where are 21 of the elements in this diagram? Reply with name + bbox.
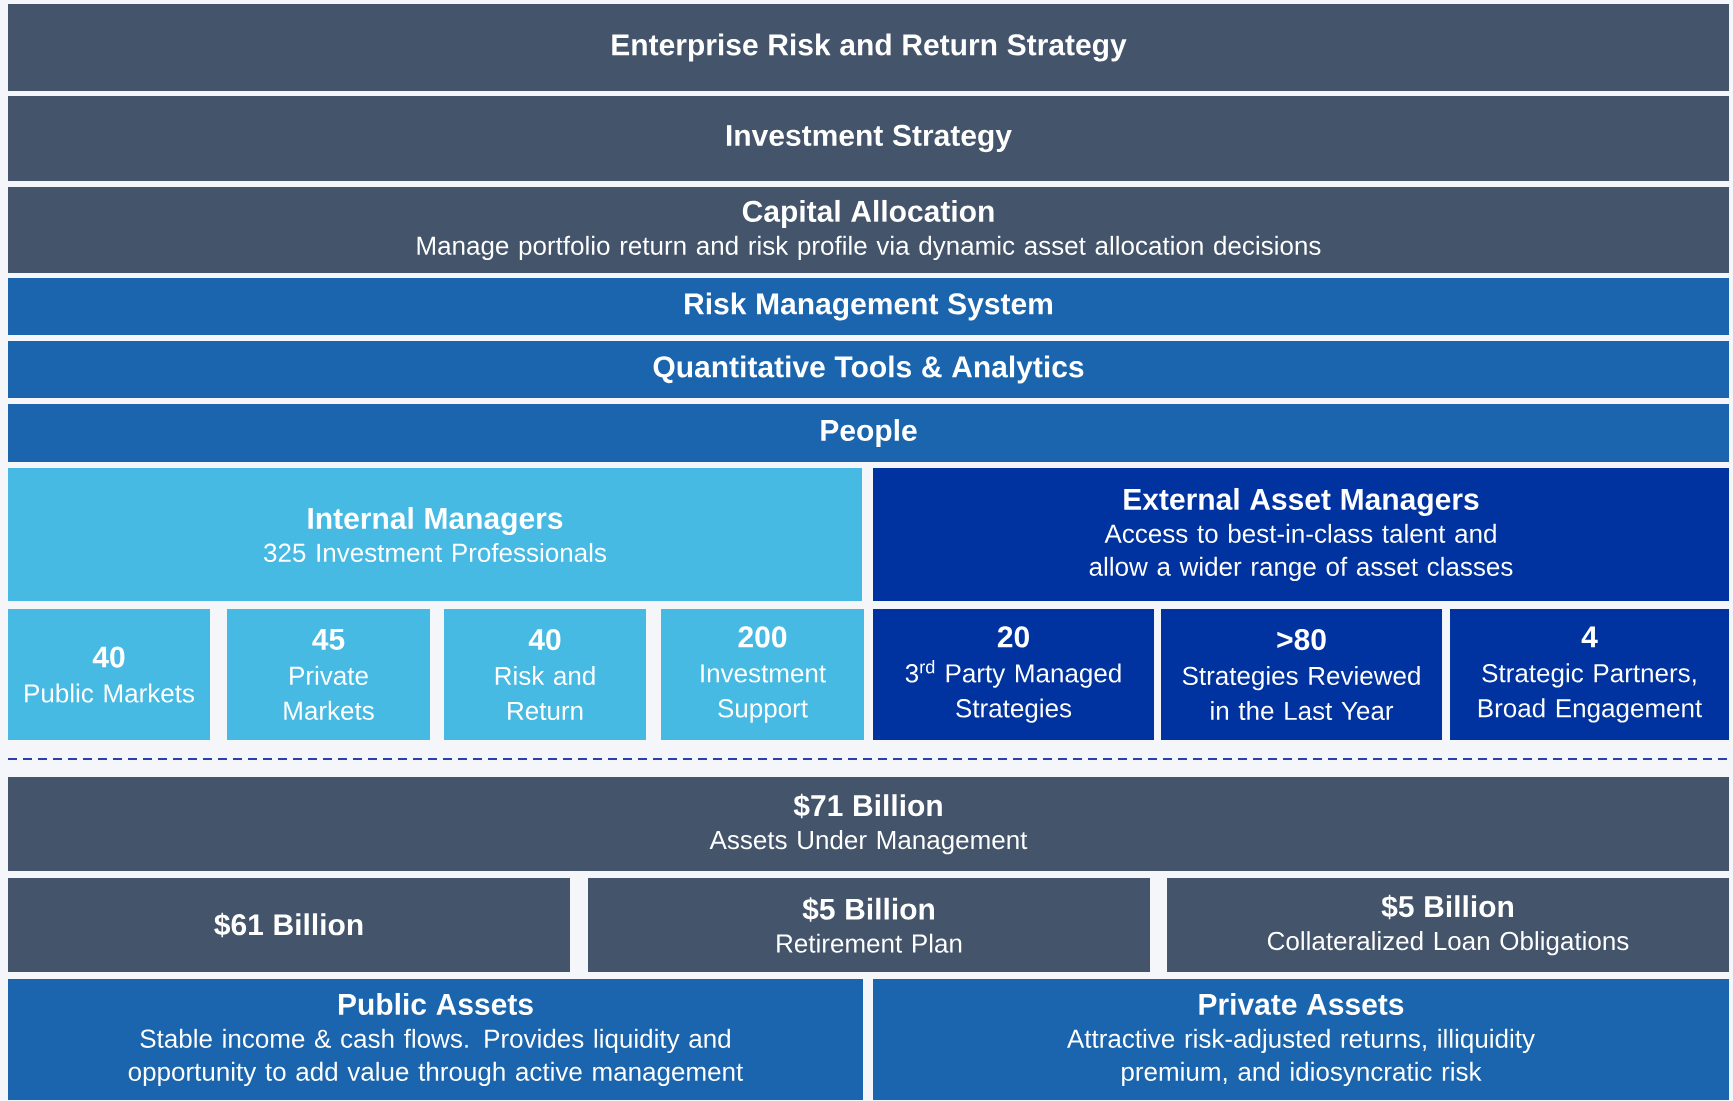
manager-box: 20 3$^{rd}$ Party Managed Strategies <box>873 609 1154 740</box>
manager-box: 40 Risk and Return <box>444 609 646 740</box>
manager-box: 200 Investment Support <box>661 609 864 740</box>
strategy-band: Investment Strategy <box>8 96 1729 181</box>
strategy-band: $5 Billion Retirement Plan <box>588 878 1150 972</box>
manager-box: 4 Strategic Partners, Broad Engagement <box>1450 609 1729 740</box>
manager-box: Internal Managers 325 Investment Professionals <box>8 468 862 601</box>
manager-box: 45 Private Markets <box>227 609 430 740</box>
manager-box: >80 Strategies Reviewed in the Last Year <box>1161 609 1442 740</box>
strategy-band: $5 Billion Collateralized Loan Obligations <box>1167 878 1729 972</box>
manager-box: External Asset Managers Access to best-in-class talent and allow a wider range of asset classes <box>873 468 1729 601</box>
manager-box: 40 Public Markets <box>8 609 210 740</box>
strategy-band: Enterprise Risk and Return Strategy <box>8 4 1729 91</box>
band: People <box>8 404 1729 462</box>
strategy-band: $61 Billion <box>8 878 570 972</box>
band: Public Assets Stable income & cash flows. Provides liquidity and opportunity to add value through active management <box>8 979 863 1100</box>
strategy-band: Capital Allocation Manage portfolio return and risk profile via dynamic asset allocation decisions <box>8 187 1729 273</box>
band: Risk Management System <box>8 278 1729 335</box>
strategy-band: $71 Billion Assets Under Management <box>8 777 1729 871</box>
band: Quantitative Tools & Analytics <box>8 341 1729 398</box>
band: Private Assets Attractive risk-adjusted returns, illiquidity premium, and idiosyncratic risk <box>873 979 1729 1100</box>
